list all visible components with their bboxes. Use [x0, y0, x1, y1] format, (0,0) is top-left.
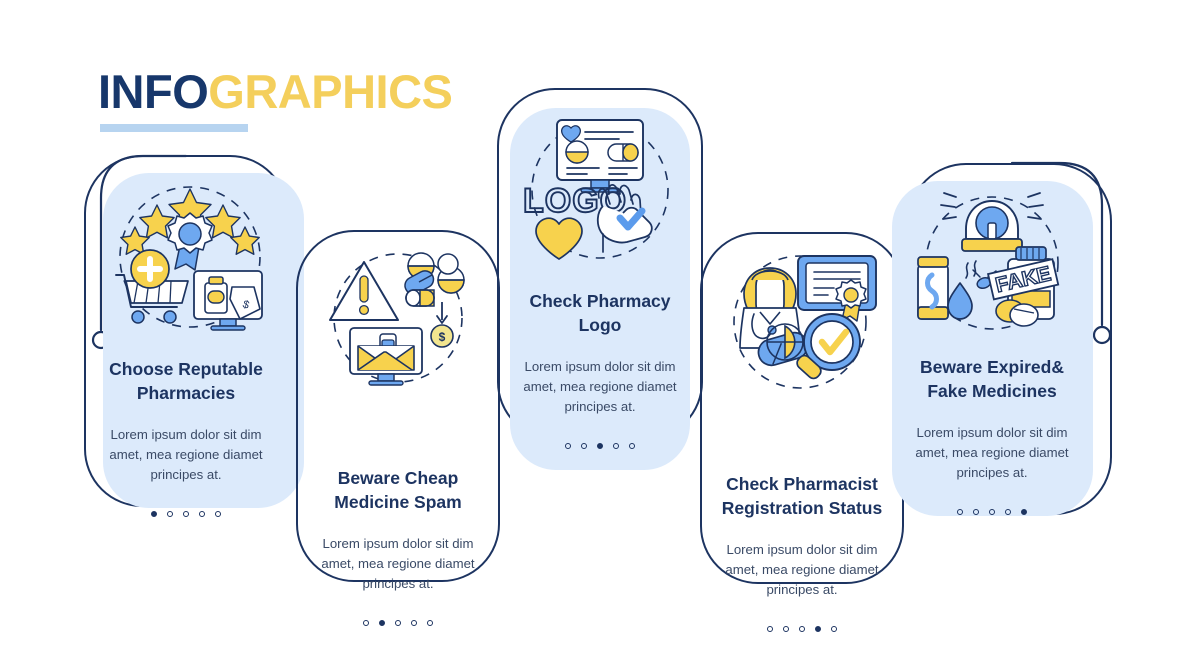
svg-text:$: $	[439, 330, 446, 344]
step-dots[interactable]	[151, 511, 221, 518]
step-dot-4[interactable]	[815, 626, 821, 633]
step-dot-3[interactable]	[395, 620, 401, 627]
step-dot-5[interactable]	[1021, 509, 1027, 516]
card-check-pharmacist-registration-status[interactable]: Check Pharmacist Registration Status Lor…	[700, 232, 904, 633]
step-dot-3[interactable]	[597, 443, 603, 450]
card-title: Check Pharmacist Registration Status	[721, 474, 883, 519]
step-dot-4[interactable]	[613, 443, 619, 450]
card-beware-expired-fake-medicines[interactable]: FAKE Beware Expired& Fake Medicines Lore…	[892, 163, 1112, 516]
card-title: Check Pharmacy Logo	[529, 291, 671, 336]
step-dot-2[interactable]	[167, 511, 173, 518]
step-dot-3[interactable]	[989, 509, 995, 516]
card-check-pharmacy-logo[interactable]: LOGO Check Pharmacy Logo Lorem ipsum dol…	[497, 88, 703, 470]
step-dot-4[interactable]	[411, 620, 417, 627]
page-title-info: INFO	[98, 65, 209, 118]
page-title: INFOGRAPHICS	[98, 65, 453, 118]
step-dot-2[interactable]	[581, 443, 587, 450]
svg-text:$: $	[241, 298, 251, 311]
step-dot-5[interactable]	[831, 626, 837, 633]
step-dot-2[interactable]	[379, 620, 385, 627]
card-beware-cheap-medicine-spam[interactable]: $ Beware Cheap Medicine Spam Lorem ipsum…	[296, 230, 500, 627]
card-body: Lorem ipsum dolor sit dim amet, mea regi…	[523, 359, 677, 415]
step-dot-5[interactable]	[215, 511, 221, 518]
card-title: Beware Cheap Medicine Spam	[334, 468, 462, 513]
step-dot-1[interactable]	[151, 511, 157, 518]
step-dots[interactable]	[767, 626, 837, 633]
step-dots[interactable]	[363, 620, 433, 627]
card-choose-reputable-pharmacies[interactable]: $ Choose Reputable Pharmacies Lorem	[84, 155, 304, 518]
step-dots[interactable]	[957, 509, 1027, 516]
card-title: Choose Reputable Pharmacies	[109, 359, 263, 404]
card-outline	[296, 230, 500, 582]
step-dot-3[interactable]	[183, 511, 189, 518]
step-dot-4[interactable]	[1005, 509, 1011, 516]
card-body: Lorem ipsum dolor sit dim amet, mea regi…	[321, 536, 475, 592]
step-dot-1[interactable]	[767, 626, 773, 633]
card-body: Lorem ipsum dolor sit dim amet, mea regi…	[725, 542, 879, 598]
step-dot-1[interactable]	[363, 620, 369, 627]
expired-fake-medicine-alarm-icon: FAKE	[910, 187, 1074, 337]
step-dot-1[interactable]	[957, 509, 963, 516]
step-dot-5[interactable]	[427, 620, 433, 627]
pharmacy-logo-verify-icon: LOGO	[515, 114, 685, 269]
step-dot-1[interactable]	[565, 443, 571, 450]
warning-spam-envelope-icon: $	[318, 250, 478, 390]
title-underline-rule	[100, 124, 248, 132]
shopping-cart-rating-badge-icon: $	[102, 179, 270, 339]
step-dots[interactable]	[565, 443, 635, 450]
step-dot-3[interactable]	[799, 626, 805, 633]
card-title: Beware Expired& Fake Medicines	[920, 357, 1064, 402]
card-body: Lorem ipsum dolor sit dim amet, mea regi…	[109, 427, 263, 483]
page-title-graphics: GRAPHICS	[208, 65, 453, 118]
card-body: Lorem ipsum dolor sit dim amet, mea regi…	[915, 425, 1069, 481]
step-dot-2[interactable]	[783, 626, 789, 633]
step-dot-4[interactable]	[199, 511, 205, 518]
step-dot-5[interactable]	[629, 443, 635, 450]
step-dot-2[interactable]	[973, 509, 979, 516]
pharmacist-certificate-check-icon	[722, 250, 882, 400]
